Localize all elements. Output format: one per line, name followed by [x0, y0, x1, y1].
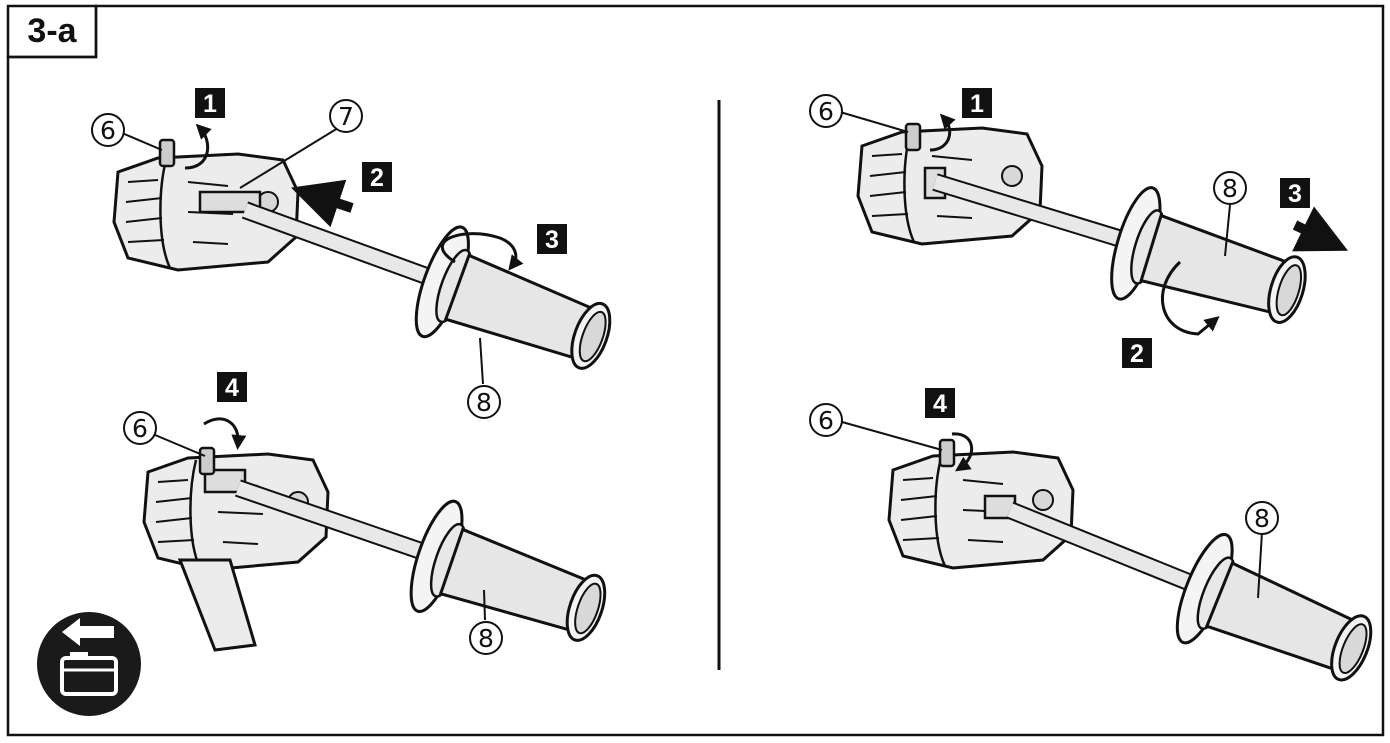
callout-lever-bottom-right: 6	[810, 404, 842, 436]
callout-handle-bottom-left: 8	[470, 622, 502, 654]
step-2-top-left: 2	[362, 162, 392, 192]
svg-text:8: 8	[1222, 174, 1238, 203]
callout-mount-top-left: 7	[330, 100, 362, 132]
svg-text:2: 2	[1130, 340, 1144, 368]
svg-text:3: 3	[1288, 180, 1302, 208]
svg-text:8: 8	[1254, 504, 1270, 533]
callout-handle-top-right: 8	[1214, 172, 1246, 204]
callout-handle-top-left: 8	[468, 386, 500, 418]
svg-text:4: 4	[225, 374, 239, 402]
svg-text:4: 4	[933, 390, 947, 418]
panel-bottom-left	[144, 419, 620, 668]
svg-text:1: 1	[970, 90, 984, 118]
panel-bottom-right	[842, 422, 1388, 708]
svg-text:8: 8	[476, 388, 492, 417]
svg-text:6: 6	[818, 406, 834, 435]
callout-handle-bottom-right: 8	[1246, 502, 1278, 534]
step-3-top-left: 3	[537, 224, 567, 254]
svg-text:6: 6	[132, 414, 148, 443]
panel-top-right	[840, 112, 1330, 350]
callout-lever-top-left: 6	[92, 114, 124, 146]
step-3-top-right: 3	[1280, 178, 1310, 208]
step-4-bottom-left: 4	[217, 372, 247, 402]
svg-text:3: 3	[545, 226, 559, 254]
step-2-top-right: 2	[1122, 338, 1152, 368]
svg-text:8: 8	[478, 624, 494, 653]
callout-lever-top-right: 6	[810, 95, 842, 127]
svg-text:6: 6	[818, 97, 834, 126]
step-1-top-right: 1	[962, 88, 992, 118]
svg-text:2: 2	[370, 164, 384, 192]
step-4-bottom-right: 4	[925, 388, 955, 418]
battery-removal-icon	[37, 612, 141, 716]
step-1-top-left: 1	[195, 88, 225, 118]
callout-lever-bottom-left: 6	[124, 412, 156, 444]
svg-text:1: 1	[203, 90, 217, 118]
svg-text:7: 7	[338, 102, 354, 131]
svg-text:6: 6	[100, 116, 116, 145]
